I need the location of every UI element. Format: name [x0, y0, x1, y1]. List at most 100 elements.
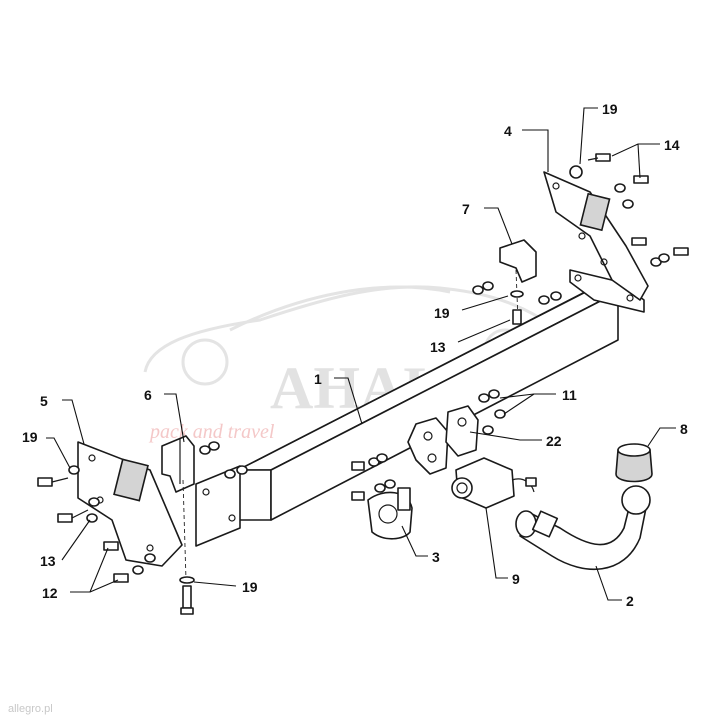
washer-19-middle: [510, 290, 524, 298]
socket-plate-tab: [397, 487, 411, 511]
socket-face: [451, 477, 473, 499]
part-6-support-bracket: [161, 435, 195, 615]
label-part-3: 3: [432, 549, 440, 565]
label-part-11: 11: [562, 387, 577, 403]
label-part-19-left: 19: [22, 429, 38, 445]
part-9-electrical-socket: [451, 457, 537, 509]
nut-11: [488, 389, 500, 399]
label-part-19-top: 19: [602, 101, 618, 117]
bolt: [631, 237, 647, 246]
leader-14a: [611, 143, 660, 157]
washer: [622, 199, 634, 209]
leader-7: [484, 207, 513, 245]
label-part-12: 12: [42, 585, 58, 601]
bracket-hole: [88, 454, 96, 462]
bolt-bottom: [182, 585, 192, 609]
part-3-socket-plate: [351, 453, 413, 540]
leader-19-middle: [461, 295, 509, 311]
leader-3: [401, 525, 428, 557]
label-part-9: 9: [512, 571, 520, 587]
support-bracket-body: [161, 435, 195, 493]
label-part-22: 22: [546, 433, 562, 449]
nut: [482, 281, 494, 291]
left-bracket-slot: [113, 458, 149, 502]
washer-19-left: [68, 465, 80, 475]
leader-11b: [503, 393, 535, 415]
part-8-ball-cap: [615, 443, 653, 483]
washer: [384, 479, 396, 489]
label-part-19-bottom: 19: [242, 579, 258, 595]
washer: [88, 497, 100, 507]
leader-13-middle: [457, 319, 511, 343]
bolt-13-middle: [512, 309, 522, 325]
nut: [550, 291, 562, 301]
label-part-1: 1: [314, 371, 322, 387]
bolt: [351, 491, 365, 501]
plate-hole: [427, 453, 437, 463]
bolt: [57, 513, 73, 523]
socket-pin: [456, 482, 468, 494]
bolt-shank: [587, 157, 599, 161]
nut: [472, 285, 484, 295]
leader-1: [334, 377, 363, 425]
part-7-support-bracket: [499, 239, 537, 325]
bolt-shank: [71, 509, 89, 519]
washer-19-bottom: [179, 576, 195, 584]
leader-6: [164, 393, 185, 443]
nut: [199, 445, 211, 455]
washer-19-top: [569, 165, 583, 179]
bolt-14: [633, 175, 649, 184]
label-part-8: 8: [680, 421, 688, 437]
mounting-plate-right: [445, 405, 479, 457]
bolt-12: [113, 573, 129, 583]
plate-hole: [423, 431, 433, 441]
leader-19-bottom: [193, 581, 237, 587]
leader-12a: [70, 547, 109, 593]
leader-22: [469, 431, 542, 441]
leader-19-top: [579, 107, 598, 165]
part-4-right-bracket: [543, 171, 649, 301]
leader-8: [647, 427, 676, 447]
socket-plate-hole: [378, 504, 398, 524]
bolt-14: [595, 153, 611, 162]
ball-cap-top: [617, 443, 651, 457]
bracket-hole: [600, 258, 608, 266]
cable-plug: [525, 477, 537, 487]
watermark-tagline: pack and travel: [148, 421, 275, 443]
bracket-hole: [146, 544, 154, 552]
washer-13: [86, 513, 98, 523]
label-part-14: 14: [664, 137, 680, 153]
bracket-hole: [552, 182, 560, 190]
beam-end-face: [237, 469, 272, 521]
part-1-cross-beam: [195, 269, 645, 547]
part-22-mounting-plate: [407, 389, 506, 475]
leader-5: [62, 399, 85, 445]
support-bracket-axis: [182, 479, 187, 581]
part-labels: 1 2 3 4 5 6 7 8 9 11 12 13 13 14 19 19 1…: [22, 101, 688, 609]
label-part-5: 5: [40, 393, 48, 409]
bolt-shank: [51, 477, 69, 483]
nut-11: [482, 425, 494, 435]
plate-hole: [457, 417, 467, 427]
leader-19-left: [46, 437, 71, 469]
leader-14b: [637, 143, 641, 179]
right-bracket-slot: [579, 192, 611, 232]
beam-edge-line: [245, 287, 595, 467]
washer: [658, 253, 670, 263]
source-credit: allegro.pl: [8, 703, 53, 715]
bolt: [37, 477, 53, 487]
hardware-left-bracket: [37, 441, 248, 583]
left-bracket-plate: [77, 441, 183, 567]
bracket-hole: [578, 232, 586, 240]
watermark-car-roof: [229, 285, 451, 332]
washer: [144, 553, 156, 563]
washer: [374, 483, 386, 493]
leader-12b: [89, 579, 119, 593]
nut: [236, 465, 248, 475]
washer: [376, 453, 388, 463]
part-2-tow-ball-neck: [515, 485, 651, 570]
leader-13-left: [61, 519, 91, 561]
plate-hole: [228, 514, 236, 522]
washer: [132, 565, 144, 575]
